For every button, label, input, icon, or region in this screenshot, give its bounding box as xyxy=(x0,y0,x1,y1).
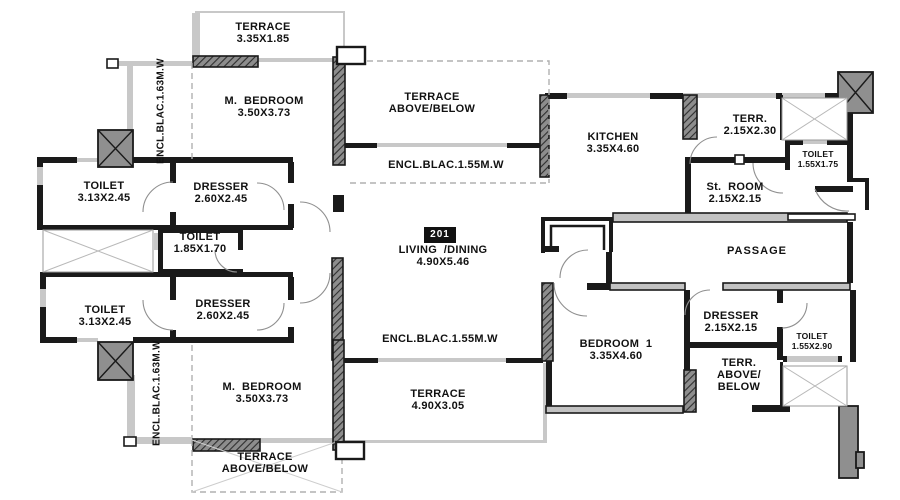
ducts xyxy=(42,97,848,407)
thick-walls xyxy=(545,212,856,414)
entrance-vestibule xyxy=(541,217,613,253)
dashed-boundaries xyxy=(191,60,550,493)
jamb-squares xyxy=(106,45,745,461)
label-encl-blac-bottom: ENCL.BLAC.1.55M.W xyxy=(382,333,498,345)
room-label-terrace-top-right: TERR.2.15X2.30 xyxy=(723,113,777,137)
unit-number-badge: 201 xyxy=(424,227,456,243)
room-label-terrace-above-below-right: TERR.ABOVE/BELOW xyxy=(717,357,761,393)
label-encl-blac-left-top: ENCL.BLAC.1.63M.W xyxy=(155,58,167,164)
label-encl-blac-top: ENCL.BLAC.1.55M.W xyxy=(388,159,504,171)
columns xyxy=(97,71,874,479)
terrace-top-outline xyxy=(195,11,345,61)
room-label-passage: PASSAGE xyxy=(727,245,787,257)
door-arcs xyxy=(142,136,850,331)
hatched-piers xyxy=(192,55,698,452)
terrace-cross-marks xyxy=(191,439,343,493)
label-encl-blac-left-bottom: ENCL.BLAC.1.63M.W xyxy=(151,340,163,446)
